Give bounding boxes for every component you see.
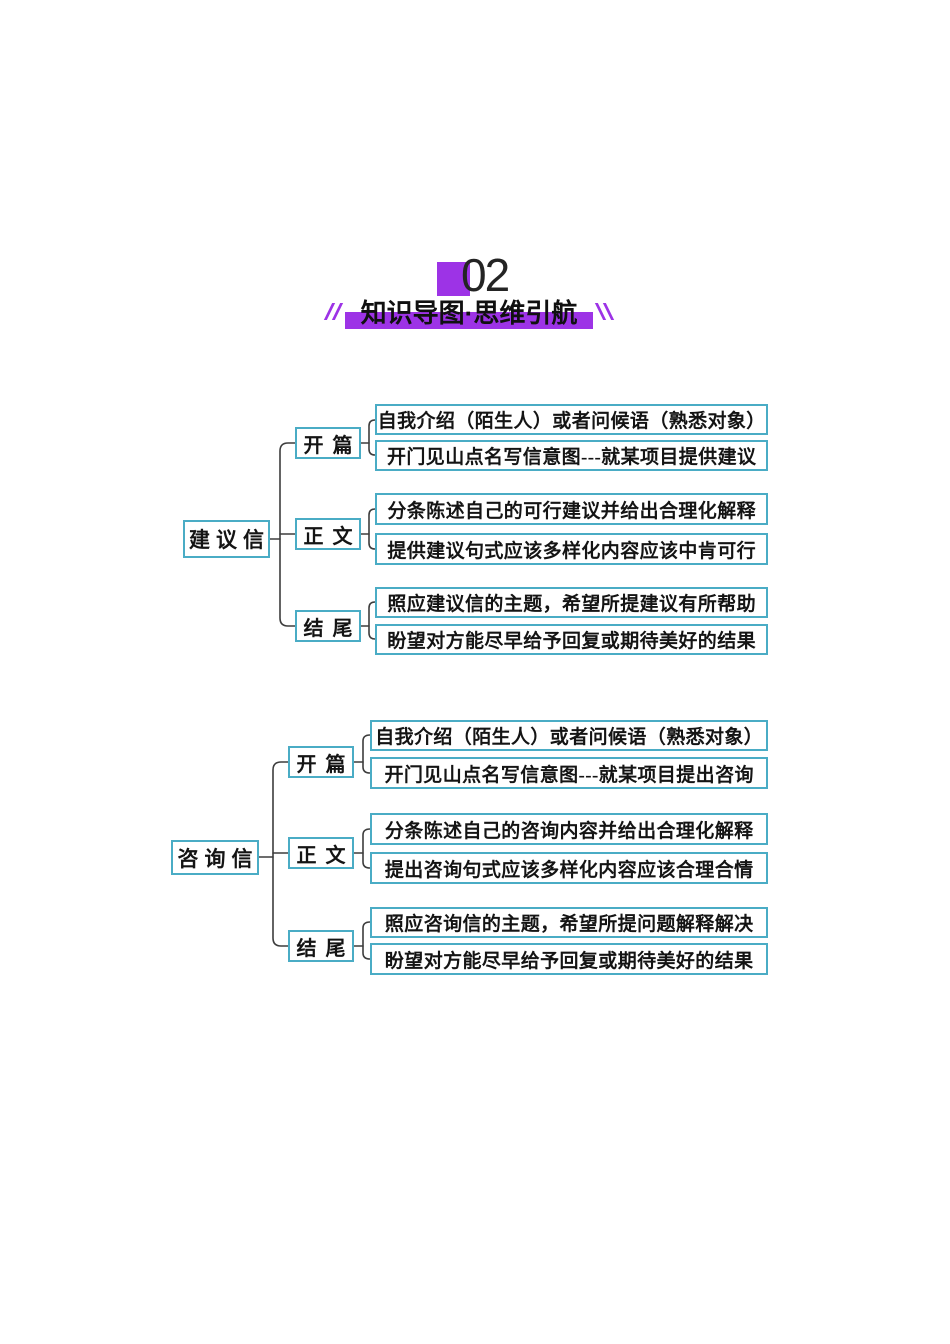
section-number-accent-square <box>437 262 470 296</box>
mindmap1-leaf: 开门见山点名写信意图---就某项目提供建议 <box>375 440 768 471</box>
mindmap1-leaf: 提供建议句式应该多样化内容应该中肯可行 <box>375 533 768 565</box>
section-title: 知识导图·思维引航 <box>360 298 578 328</box>
mindmap2-leaf: 提出咨询句式应该多样化内容应该合理合情 <box>370 852 768 884</box>
mindmap1-branch-opening: 开篇 <box>295 427 361 459</box>
mindmap1-leaf: 自我介绍（陌生人）或者问候语（熟悉对象） <box>375 404 768 435</box>
mindmap2-branch-opening: 开篇 <box>288 746 354 778</box>
mindmap2-leaf: 盼望对方能尽早给予回复或期待美好的结果 <box>370 943 768 975</box>
mindmap2-leaf: 照应咨询信的主题，希望所提问题解释解决 <box>370 907 768 938</box>
mindmap2-branch-body: 正文 <box>288 837 354 869</box>
section-title-block: 知识导图·思维引航 <box>345 294 593 330</box>
mindmap2-branch-ending: 结尾 <box>288 930 354 962</box>
mindmap1-root-node: 建议信 <box>183 520 270 558</box>
title-highlight-bar <box>345 312 593 329</box>
mindmap2-leaf: 分条陈述自己的咨询内容并给出合理化解释 <box>370 813 768 845</box>
mindmap1-leaf: 分条陈述自己的可行建议并给出合理化解释 <box>375 493 768 525</box>
section-number: 02 <box>461 249 510 301</box>
mindmap2-leaf: 开门见山点名写信意图---就某项目提出咨询 <box>370 757 768 789</box>
mindmap1-branch-body: 正文 <box>295 518 361 550</box>
mindmap1-leaf: 照应建议信的主题，希望所提建议有所帮助 <box>375 587 768 618</box>
mindmap2-root-node: 咨询信 <box>171 840 259 875</box>
mindmap1-branch-ending: 结尾 <box>295 610 361 642</box>
mindmap1-leaf: 盼望对方能尽早给予回复或期待美好的结果 <box>375 624 768 655</box>
mindmap2-leaf: 自我介绍（陌生人）或者问候语（熟悉对象） <box>370 720 768 751</box>
